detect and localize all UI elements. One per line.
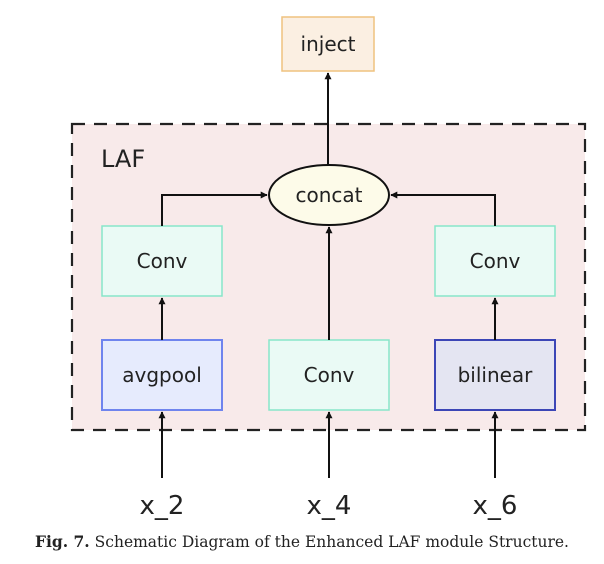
inject-label: inject xyxy=(301,32,356,56)
input-x2-label: x_2 xyxy=(140,491,185,521)
figure-caption-label: Fig. 7. xyxy=(35,532,90,551)
arrow-conv-left-to-concat xyxy=(161,191,268,226)
conv-right-label: Conv xyxy=(470,249,521,273)
bilinear-label: bilinear xyxy=(458,363,534,387)
avgpool-box xyxy=(101,339,223,411)
inject-box xyxy=(281,16,375,72)
conv-right-box xyxy=(434,225,556,297)
arrow-conv-right-to-concat xyxy=(390,191,496,226)
bilinear-box xyxy=(434,339,556,411)
concat-label: concat xyxy=(295,183,362,207)
laf-group-label: LAF xyxy=(101,145,145,173)
conv-left-box xyxy=(101,225,223,297)
figure-caption: Fig. 7. Schematic Diagram of the Enhance… xyxy=(0,532,604,551)
conv-mid-box xyxy=(268,339,390,411)
conv-mid-label: Conv xyxy=(304,363,355,387)
figure-caption-text: Schematic Diagram of the Enhanced LAF mo… xyxy=(94,533,569,551)
laf-diagram: LAF inject concat Conv Conv avgpool Conv… xyxy=(70,16,587,521)
avgpool-label: avgpool xyxy=(122,363,202,387)
input-x4-label: x_4 xyxy=(307,491,352,521)
conv-left-label: Conv xyxy=(137,249,188,273)
input-x6-label: x_6 xyxy=(473,491,518,521)
